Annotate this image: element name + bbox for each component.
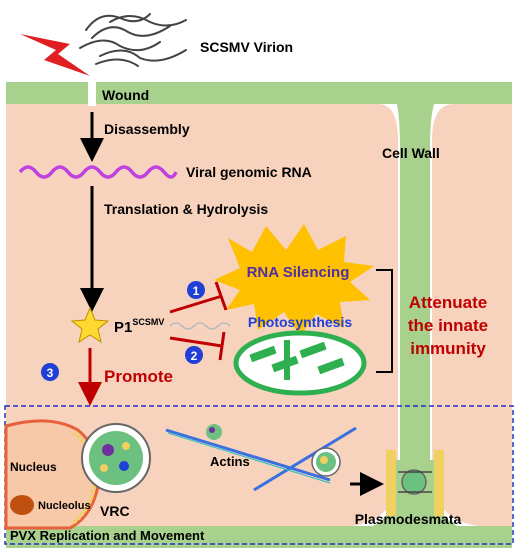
- label-nucleolus: Nucleolus: [38, 500, 91, 512]
- rna-silencing-burst: [214, 224, 374, 336]
- label-p1: P1SCSMV: [114, 317, 164, 336]
- label-rna-silencing: RNA Silencing: [247, 264, 350, 281]
- pvx-region-box: [4, 405, 514, 545]
- label-nucleus: Nucleus: [10, 460, 57, 474]
- plasmodesmata-icon: [386, 450, 444, 516]
- vrc-icon: [81, 423, 151, 493]
- svg-text:1: 1: [193, 284, 200, 298]
- label-attenuate-2: the innate: [408, 316, 488, 335]
- label-translation: Translation & Hydrolysis: [104, 201, 268, 217]
- label-vrc: VRC: [100, 503, 130, 519]
- viral-rna-icon: [18, 165, 178, 179]
- attenuate-bracket: [376, 269, 393, 373]
- left-cell-cytoplasm: [6, 104, 398, 526]
- label-attenuate-1: Attenuate: [409, 293, 487, 312]
- label-actins: Actins: [210, 454, 250, 469]
- label-pvx: PVX Replication and Movement: [10, 528, 205, 543]
- label-disassembly: Disassembly: [104, 121, 190, 137]
- label-promote: Promote: [104, 367, 173, 386]
- inhibit-photosynthesis: [169, 331, 226, 361]
- p1-star-icon: [70, 306, 110, 344]
- label-plasmodesmata: Plasmodesmata: [355, 511, 462, 527]
- vrc-small-icon: [206, 424, 341, 477]
- cell-wall: [6, 82, 512, 548]
- label-photosynthesis: Photosynthesis: [248, 314, 352, 330]
- step-2-badge: 2: [185, 346, 203, 364]
- label-wound: Wound: [102, 87, 149, 103]
- wound-gap: [88, 80, 96, 106]
- svg-text:2: 2: [191, 349, 198, 363]
- label-virion: SCSMV Virion: [200, 39, 293, 55]
- label-cell-wall: Cell Wall: [382, 145, 440, 161]
- nucleus-icon: [4, 419, 101, 530]
- label-attenuate-3: immunity: [410, 339, 486, 358]
- step-1-badge: 1: [187, 281, 205, 299]
- svg-text:3: 3: [47, 366, 54, 380]
- step-3-badge: 3: [41, 363, 59, 381]
- right-cell-cytoplasm: [432, 104, 512, 526]
- virion-icon: [79, 13, 187, 67]
- inhibit-rna-silencing: [169, 281, 228, 314]
- lightning-icon: [20, 34, 90, 76]
- label-viral-rna: Viral genomic RNA: [186, 164, 312, 180]
- chloroplast-icon: [233, 330, 367, 396]
- actin-filaments: [165, 426, 357, 492]
- p1-strand-icon: [169, 322, 231, 330]
